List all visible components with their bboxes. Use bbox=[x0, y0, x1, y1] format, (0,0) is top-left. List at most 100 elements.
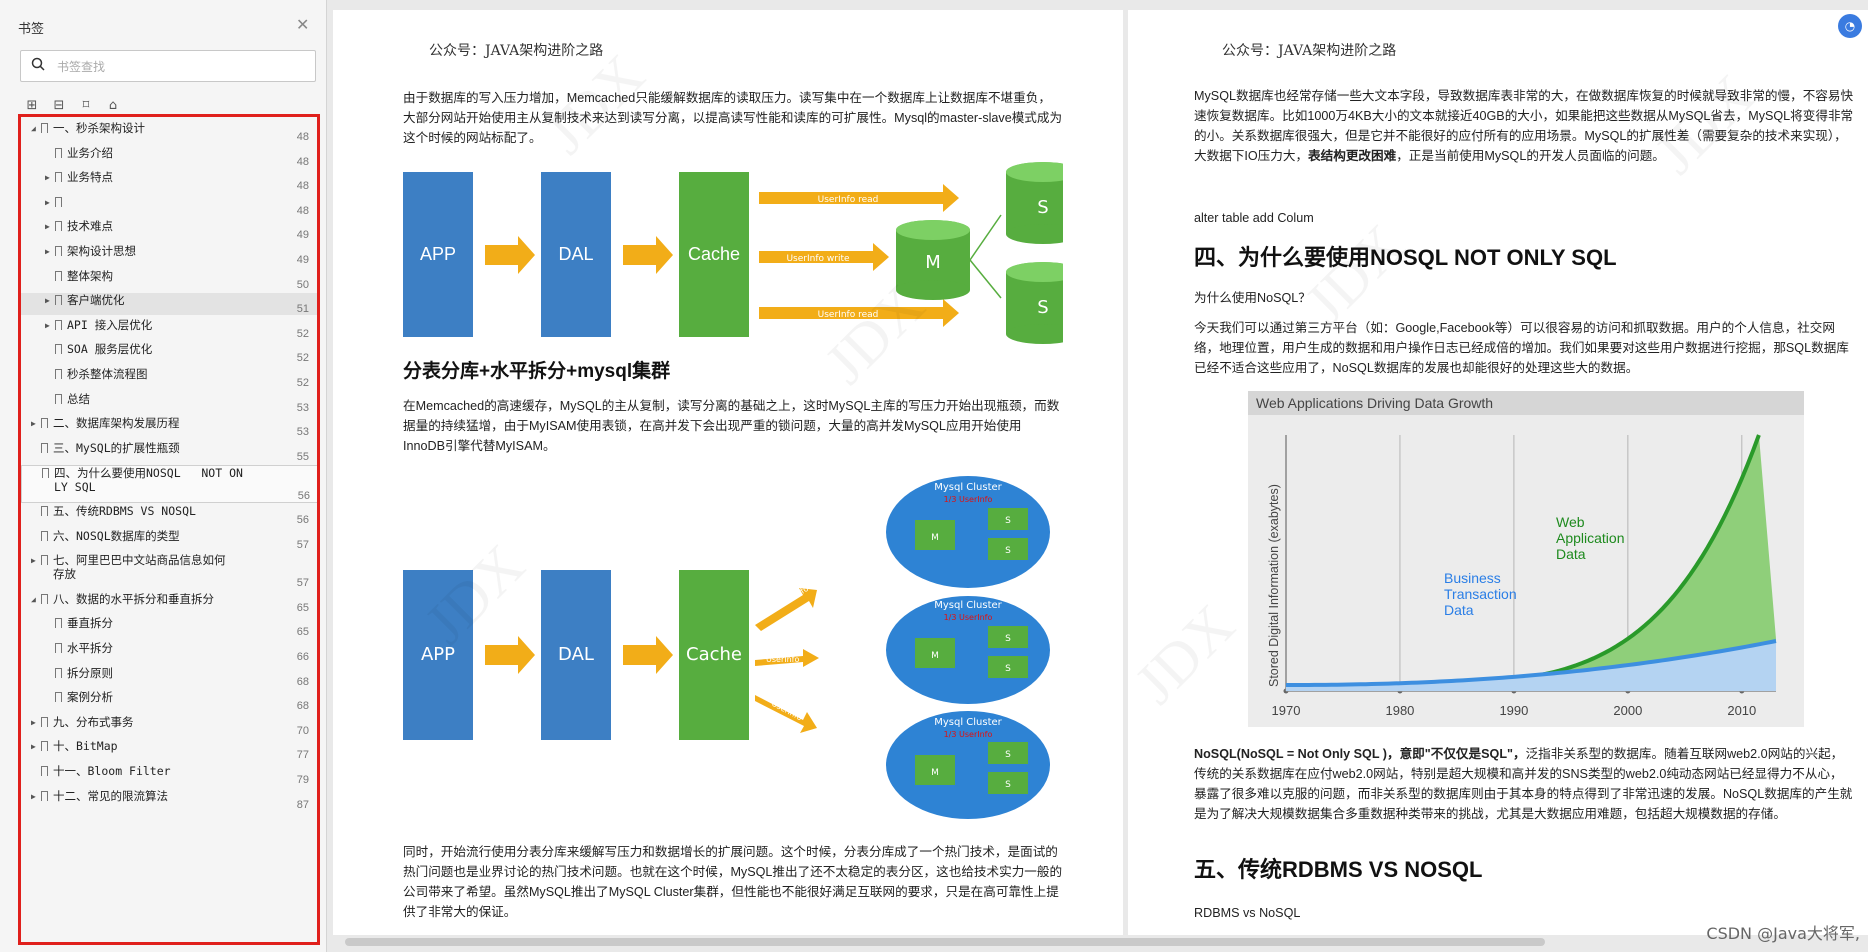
toc-item-label: 业务介绍 bbox=[67, 145, 113, 160]
svg-text:Mysql Cluster: Mysql Cluster bbox=[934, 482, 1002, 493]
toc-item-label: 架构设计思想 bbox=[67, 244, 136, 258]
code-line: alter table add Colum bbox=[1194, 211, 1314, 225]
diag-dal-label: DAL bbox=[558, 244, 593, 264]
diag-app-label: APP bbox=[420, 244, 456, 264]
chevron-down-icon[interactable]: ◢ bbox=[31, 594, 36, 604]
toc-item-page: 70 bbox=[296, 724, 309, 737]
sidebar-title: 书签 bbox=[18, 22, 45, 37]
svg-text:1/3 UserInfo: 1/3 UserInfo bbox=[944, 730, 993, 739]
chevron-right-icon[interactable]: ▶ bbox=[31, 742, 36, 752]
toc-item[interactable]: ▶48 bbox=[21, 195, 317, 217]
toc-item-page: 48 bbox=[296, 155, 309, 168]
business-data-area bbox=[1286, 641, 1776, 691]
close-icon[interactable]: ✕ bbox=[296, 15, 310, 34]
chevron-right-icon[interactable]: ▶ bbox=[45, 320, 50, 330]
toc-item[interactable]: ▶ 客户端优化 51 bbox=[21, 293, 317, 316]
x-tick-label: 1970 bbox=[1272, 703, 1301, 718]
toc-item-label: 四、为什么要使用NOSQL NOT ON LY SQL bbox=[54, 466, 243, 495]
chevron-right-icon[interactable]: ▶ bbox=[45, 197, 50, 207]
toc-item-page: 68 bbox=[296, 700, 309, 713]
chevron-right-icon[interactable]: ▶ bbox=[31, 419, 36, 429]
legend-business: Data bbox=[1444, 602, 1474, 618]
toc-item-page: 66 bbox=[296, 651, 309, 663]
bookmark-search-input[interactable]: 书签查找 bbox=[20, 50, 316, 82]
toc-item-label: 客户端优化 bbox=[67, 293, 125, 308]
y-axis-label: Stored Digital Information (exabytes) bbox=[1267, 484, 1281, 687]
assistant-badge-icon[interactable]: ◔ bbox=[1838, 14, 1862, 38]
collapse-all-icon[interactable]: ⊟ bbox=[53, 98, 65, 113]
web-data-area bbox=[1286, 435, 1776, 691]
bookmark-icon bbox=[41, 790, 48, 801]
toc-item-page: 51 bbox=[296, 303, 309, 316]
chevron-right-icon[interactable]: ▶ bbox=[45, 173, 50, 183]
svg-text:M: M bbox=[931, 768, 939, 778]
chevron-right-icon[interactable]: ▶ bbox=[31, 791, 36, 801]
paragraph: 同时，开始流行使用分表分库来缓解写压力和数据增长的扩展问题。这个时候，分表分库成… bbox=[403, 845, 1063, 919]
diag2-app-label: APP bbox=[421, 644, 455, 665]
svg-text:S: S bbox=[1005, 750, 1011, 760]
question-line: 为什么使用NoSQL？ bbox=[1194, 291, 1311, 305]
toc-item-label: 十一、Bloom Filter bbox=[53, 764, 171, 778]
bookmark-icon bbox=[41, 442, 48, 453]
toc-item[interactable]: 业务介绍 48 bbox=[21, 146, 317, 168]
search-placeholder: 书签查找 bbox=[57, 60, 106, 74]
chart-title: Web Applications Driving Data Growth bbox=[1256, 395, 1493, 411]
diag2-dal-label: DAL bbox=[558, 644, 594, 665]
toc-item-label: 八、数据的水平拆分和垂直拆分 bbox=[53, 591, 214, 606]
horizontal-scrollbar[interactable] bbox=[345, 938, 1545, 946]
svg-text:S: S bbox=[1005, 516, 1011, 526]
chart-title-bar bbox=[1248, 391, 1804, 415]
legend-business: Business bbox=[1444, 570, 1501, 586]
chevron-right-icon[interactable]: ▶ bbox=[31, 717, 36, 727]
legend-business: Transaction bbox=[1444, 586, 1517, 602]
bookmark-icon bbox=[41, 741, 48, 752]
data-growth-chart: Web Applications Driving Data Growth 1970… bbox=[1248, 391, 1804, 727]
expand-all-icon[interactable]: ⊞ bbox=[26, 98, 38, 113]
bookmark-icon bbox=[41, 418, 48, 429]
toc-item-page: 52 bbox=[296, 352, 309, 365]
toc-item-label: 技术难点 bbox=[67, 219, 113, 234]
bookmark-icon bbox=[42, 468, 49, 479]
add-bookmark-icon[interactable]: ⌑ bbox=[82, 98, 90, 113]
diag-write-label: UserInfo write bbox=[786, 254, 849, 264]
chevron-right-icon[interactable]: ▶ bbox=[45, 247, 50, 256]
chevron-right-icon[interactable]: ▶ bbox=[45, 296, 50, 306]
chevron-right-icon[interactable]: ▶ bbox=[31, 556, 36, 566]
section-heading: 分表分库+水平拆分+mysql集群 bbox=[403, 361, 671, 382]
bookmark-icon[interactable]: ⌂ bbox=[108, 98, 118, 113]
section-heading: 五、传统RDBMS VS NOSQL bbox=[1194, 857, 1483, 882]
paragraph: 今天我们可以通过第三方平台（如：Google,Facebook等）可以很容易的访… bbox=[1194, 321, 1849, 375]
chevron-down-icon[interactable]: ◢ bbox=[31, 124, 36, 133]
chevron-right-icon[interactable]: ▶ bbox=[45, 222, 50, 232]
paragraph: RDBMS vs NoSQL bbox=[1194, 906, 1301, 920]
bookmark-icon bbox=[41, 123, 48, 133]
diag-read-label: UserInfo read bbox=[818, 195, 879, 205]
diag-master-label: M bbox=[925, 252, 941, 273]
